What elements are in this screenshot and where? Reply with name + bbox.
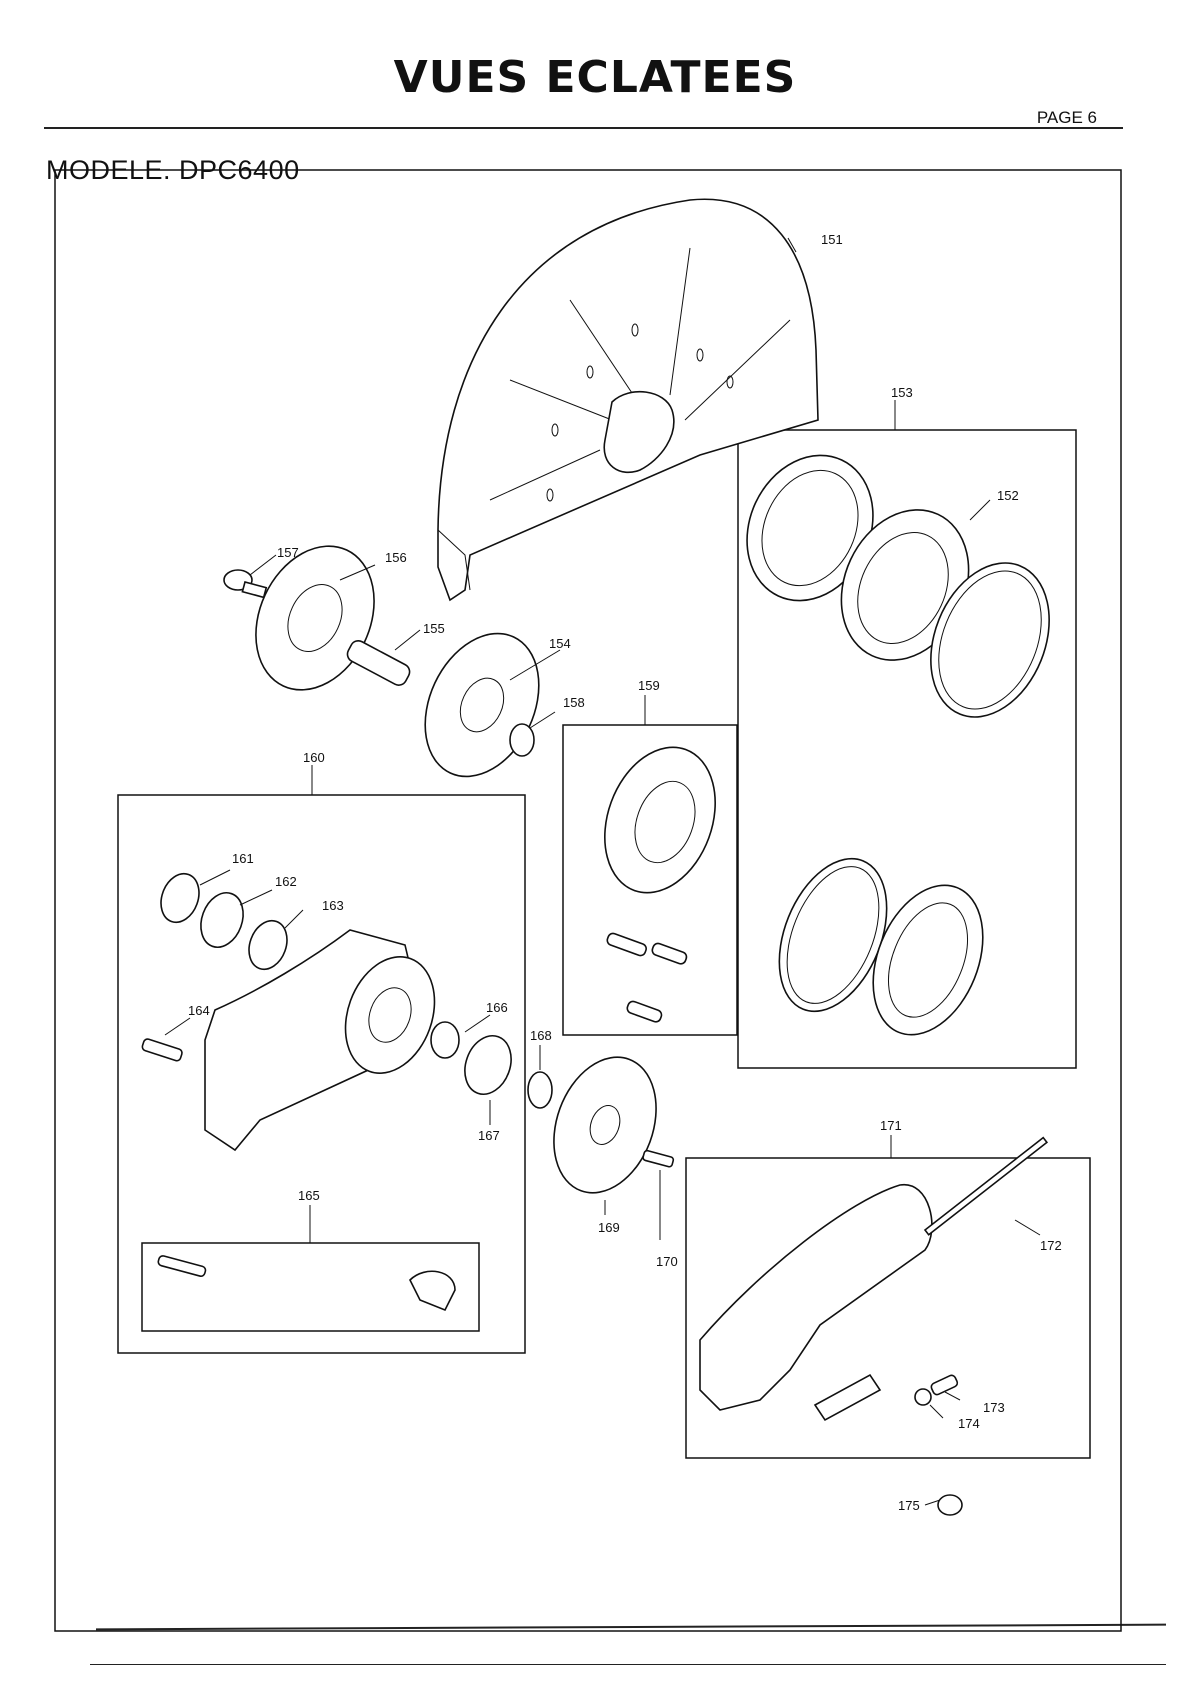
label-161: 161 bbox=[232, 851, 254, 866]
pulley-parts bbox=[527, 1056, 675, 1194]
box-153 bbox=[737, 429, 1077, 1069]
arm-assembly-160 bbox=[141, 872, 512, 1312]
label-153: 153 bbox=[891, 385, 913, 400]
page-number: PAGE 6 bbox=[1036, 108, 1097, 127]
label-157: 157 bbox=[277, 545, 299, 560]
label-151: 151 bbox=[821, 232, 843, 247]
label-163: 163 bbox=[322, 898, 344, 913]
label-154: 154 bbox=[549, 636, 571, 651]
label-171: 171 bbox=[880, 1118, 902, 1133]
cover-assembly-171 bbox=[699, 1136, 1049, 1516]
part-labels: 151 152 153 154 155 156 157 158 159 160 … bbox=[188, 232, 1062, 1513]
label-175: 175 bbox=[898, 1498, 920, 1513]
page-title: VUES ECLATEES bbox=[393, 52, 797, 103]
box-171 bbox=[685, 1157, 1091, 1459]
label-162: 162 bbox=[275, 874, 297, 889]
box-160 bbox=[117, 794, 526, 1354]
header-rule bbox=[44, 127, 1123, 129]
label-172: 172 bbox=[1040, 1238, 1062, 1253]
label-166: 166 bbox=[486, 1000, 508, 1015]
flange-parts bbox=[223, 545, 540, 778]
label-160: 160 bbox=[303, 750, 325, 765]
footer-rule-bottom bbox=[90, 1664, 1166, 1665]
label-159: 159 bbox=[638, 678, 660, 693]
label-155: 155 bbox=[423, 621, 445, 636]
box-159 bbox=[562, 724, 738, 1036]
ring-assembly-153 bbox=[746, 454, 1050, 1036]
leader-lines bbox=[164, 237, 1041, 1506]
label-167: 167 bbox=[478, 1128, 500, 1143]
label-169: 169 bbox=[598, 1220, 620, 1235]
label-174: 174 bbox=[958, 1416, 980, 1431]
label-152: 152 bbox=[997, 488, 1019, 503]
label-156: 156 bbox=[385, 550, 407, 565]
label-170: 170 bbox=[656, 1254, 678, 1269]
blade-guard-151 bbox=[437, 198, 819, 602]
label-168: 168 bbox=[530, 1028, 552, 1043]
label-173: 173 bbox=[983, 1400, 1005, 1415]
label-165: 165 bbox=[298, 1188, 320, 1203]
label-164: 164 bbox=[188, 1003, 210, 1018]
diagram-frame bbox=[54, 169, 1122, 1632]
flange-159 bbox=[604, 746, 716, 1023]
label-158: 158 bbox=[563, 695, 585, 710]
